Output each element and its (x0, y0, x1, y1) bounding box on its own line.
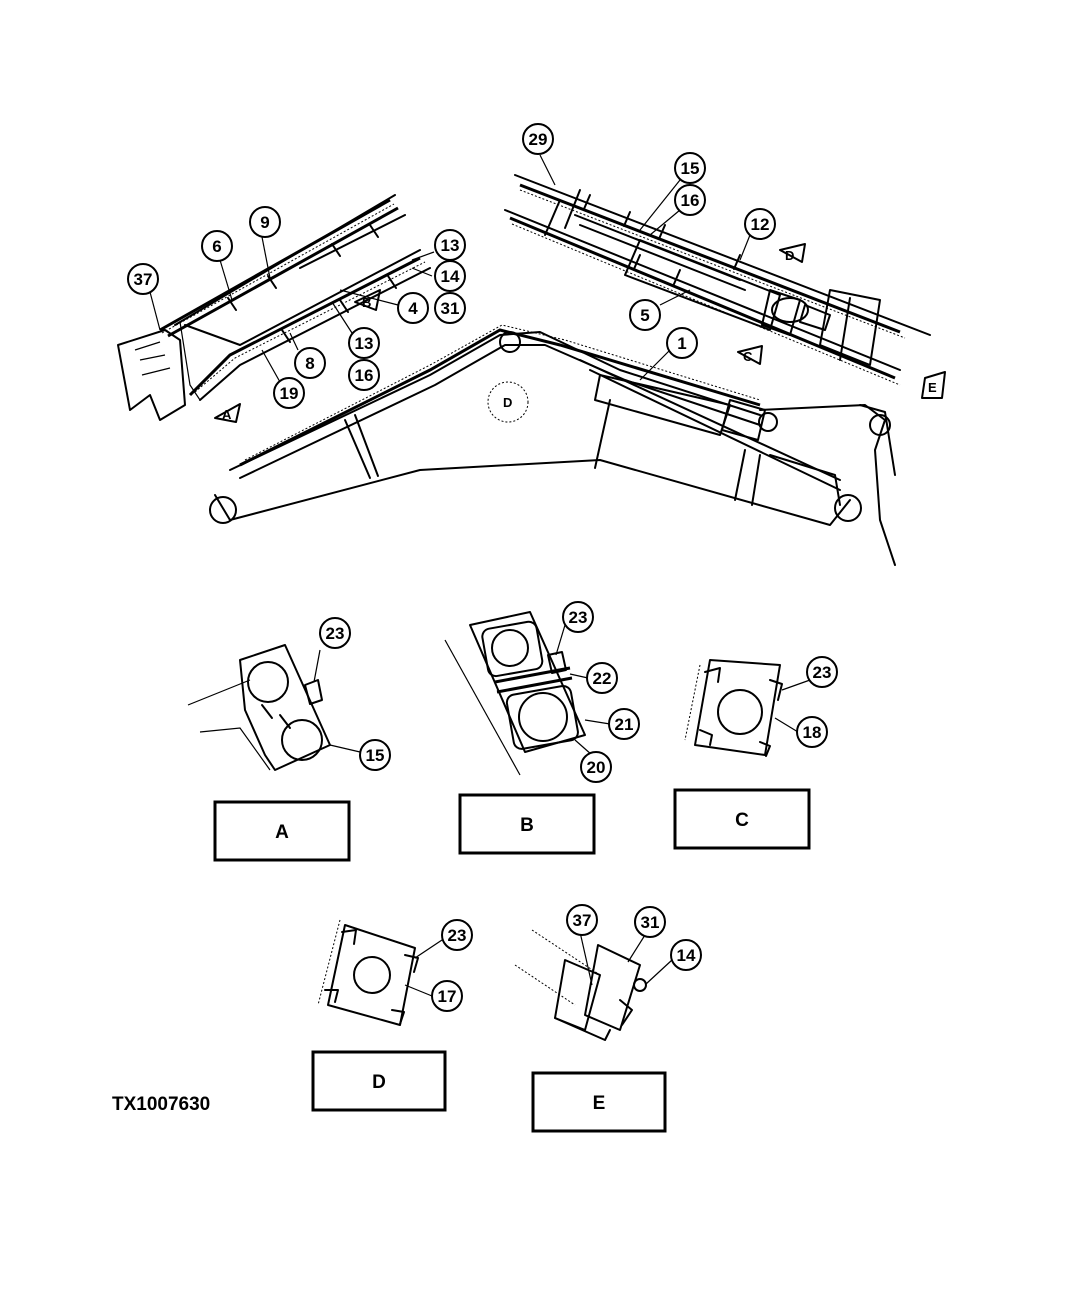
callout-18: 18 (796, 716, 828, 748)
svg-text:37: 37 (573, 911, 592, 930)
callout-23-b: 23 (562, 601, 594, 633)
svg-text:15: 15 (681, 159, 700, 178)
svg-text:C: C (735, 810, 749, 831)
callout-8: 8 (294, 347, 326, 379)
callout-37: 37 (127, 263, 159, 295)
boom-assembly: D (209, 324, 896, 566)
callout-12: 12 (744, 208, 776, 240)
boom-center-marker: D (503, 395, 512, 410)
svg-text:23: 23 (813, 663, 832, 682)
callout-6: 6 (201, 230, 233, 262)
svg-text:6: 6 (212, 237, 221, 256)
svg-text:A: A (275, 822, 289, 843)
callout-22: 22 (586, 662, 618, 694)
detail-view-a (187, 644, 361, 771)
view-label-a: A (213, 800, 351, 862)
svg-text:9: 9 (260, 213, 269, 232)
callout-16-top: 16 (674, 184, 706, 216)
view-marker-d: D (785, 248, 794, 263)
upper-right-arm-detail: D C E (504, 154, 946, 399)
svg-text:5: 5 (640, 306, 649, 325)
svg-text:13: 13 (355, 334, 374, 353)
callout-37-e: 37 (566, 904, 598, 936)
callout-1: 1 (666, 327, 698, 359)
svg-text:D: D (372, 1072, 386, 1093)
upper-left-hose-detail: A B (117, 194, 435, 423)
detail-view-e (514, 929, 673, 1041)
svg-text:E: E (593, 1093, 606, 1114)
svg-text:16: 16 (681, 191, 700, 210)
callout-5: 5 (629, 299, 661, 331)
callout-16-mid: 16 (348, 359, 380, 391)
svg-text:18: 18 (803, 723, 822, 742)
callout-23-a: 23 (319, 617, 351, 649)
svg-text:31: 31 (641, 913, 660, 932)
svg-text:21: 21 (615, 715, 634, 734)
svg-text:23: 23 (448, 926, 467, 945)
callout-23-d: 23 (441, 919, 473, 951)
view-label-d: D (311, 1050, 447, 1112)
callout-15-a: 15 (359, 739, 391, 771)
callout-13-mid: 13 (348, 327, 380, 359)
svg-text:14: 14 (441, 267, 460, 286)
view-marker-a: A (222, 407, 232, 422)
svg-text:29: 29 (529, 130, 548, 149)
view-label-e: E (531, 1071, 667, 1133)
svg-text:8: 8 (305, 354, 314, 373)
svg-text:31: 31 (441, 299, 460, 318)
callout-15-top: 15 (674, 152, 706, 184)
svg-text:13: 13 (441, 236, 460, 255)
callout-29: 29 (522, 123, 554, 155)
svg-text:B: B (520, 815, 534, 836)
callout-13-top: 13 (434, 229, 466, 261)
svg-text:15: 15 (366, 746, 385, 765)
callout-17: 17 (431, 980, 463, 1012)
view-marker-e: E (928, 380, 937, 395)
svg-text:17: 17 (438, 987, 457, 1006)
svg-text:19: 19 (280, 384, 299, 403)
view-marker-b: B (362, 295, 371, 310)
callout-31-e: 31 (634, 906, 666, 938)
callout-9: 9 (249, 206, 281, 238)
detail-view-d (317, 919, 446, 1026)
svg-text:37: 37 (134, 270, 153, 289)
view-marker-c: C (743, 349, 753, 364)
svg-text:16: 16 (355, 366, 374, 385)
callout-4: 4 (397, 292, 429, 324)
callout-20: 20 (580, 751, 612, 783)
callout-31-top: 31 (434, 292, 466, 324)
view-label-c: C (673, 788, 811, 850)
callout-23-c: 23 (806, 656, 838, 688)
svg-text:4: 4 (408, 299, 418, 318)
svg-text:1: 1 (677, 334, 686, 353)
callout-19: 19 (273, 377, 305, 409)
svg-text:12: 12 (751, 215, 770, 234)
callout-14-e: 14 (670, 939, 702, 971)
callout-21: 21 (608, 708, 640, 740)
svg-text:20: 20 (587, 758, 606, 777)
view-label-b: B (458, 793, 596, 855)
detail-view-c (684, 659, 811, 757)
svg-text:14: 14 (677, 946, 696, 965)
svg-text:23: 23 (569, 608, 588, 627)
svg-text:22: 22 (593, 669, 612, 688)
svg-text:23: 23 (326, 624, 345, 643)
detail-view-b (444, 611, 611, 776)
callout-14-top: 14 (434, 260, 466, 292)
figure-id: TX1007630 (112, 1094, 210, 1115)
